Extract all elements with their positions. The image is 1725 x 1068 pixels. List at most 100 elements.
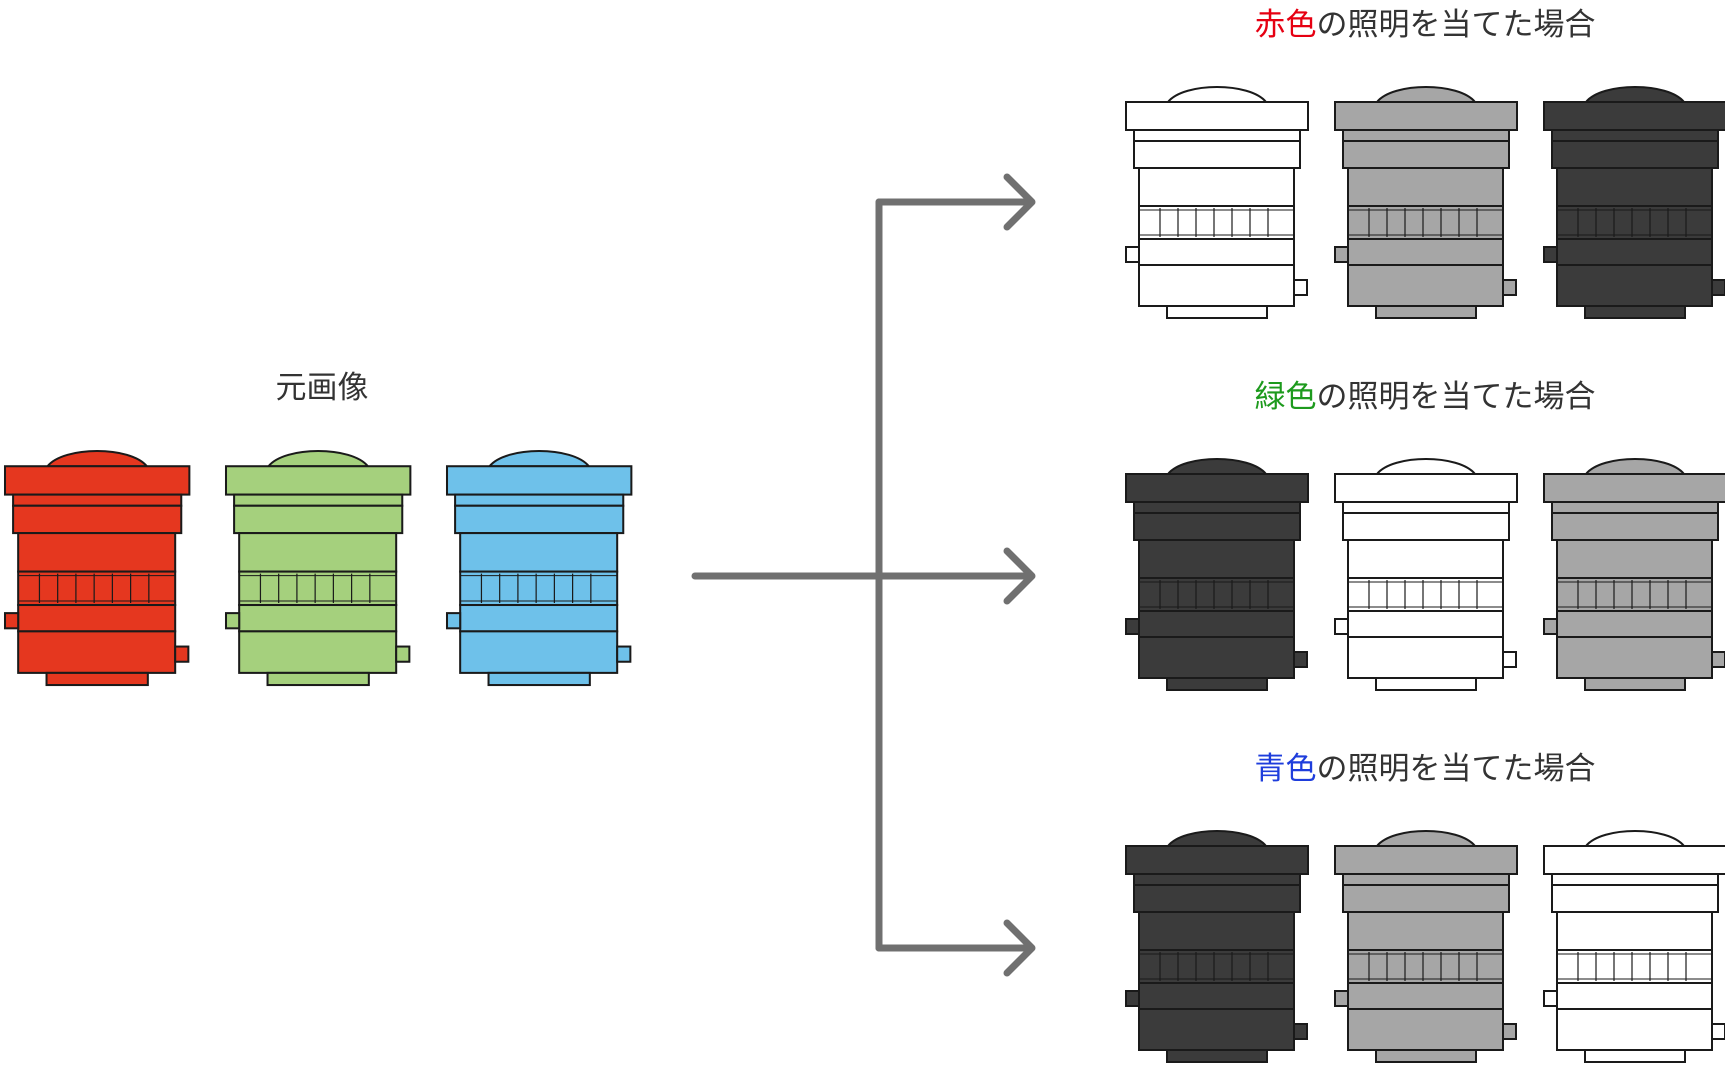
lens-mount [45, 671, 149, 687]
lens-front-cap [1543, 473, 1725, 503]
lens-upper-barrel [1556, 911, 1713, 951]
lens-focus-ring [1138, 577, 1295, 612]
lens-red [3, 450, 191, 687]
lens-front-cap [1125, 101, 1309, 131]
lens-lower-barrel [1556, 1008, 1713, 1051]
lens-front-rim [1133, 129, 1301, 142]
lens-left-lock-screw [1334, 618, 1349, 635]
lens-front-rim [1551, 129, 1719, 142]
lens-lower-barrel [1138, 1008, 1295, 1051]
lens-right-lock-screw [1502, 1023, 1517, 1040]
lens-upper-ring [1551, 884, 1719, 913]
lens-aperture-ring [1347, 238, 1504, 266]
lens-front-dome [1374, 830, 1478, 847]
lens-front-cap [445, 465, 633, 496]
lens-upper-ring [1133, 884, 1301, 913]
lens-front-cap [1543, 845, 1725, 875]
lens-right-lock-screw [1502, 651, 1517, 668]
lens-upper-barrel [238, 532, 398, 573]
lens-lower-barrel [238, 630, 398, 674]
lens-upper-ring [1342, 140, 1510, 169]
lens-focus-ring [1138, 205, 1295, 240]
color-word-red: 赤色 [1255, 7, 1317, 43]
lens-upper-ring [233, 504, 404, 535]
lens-front-rim [12, 493, 183, 507]
lens-left-lock-screw [1543, 618, 1558, 635]
result-red-lens-3 [1543, 86, 1725, 319]
title-suffix: の照明を当てた場合 [1317, 379, 1596, 415]
lens-focus-grip [1348, 208, 1503, 237]
original-image-label: 元画像 [276, 370, 369, 406]
lens-upper-barrel [1556, 167, 1713, 207]
result-red-title: 赤色の照明を当てた場合 [1255, 7, 1596, 43]
lens-front-dome [1165, 830, 1269, 847]
result-green-lens-3 [1543, 458, 1725, 691]
result-blue-light: 青色の照明を当てた場合 [1125, 751, 1725, 1063]
lens-mount [1166, 1049, 1268, 1063]
result-blue-title: 青色の照明を当てた場合 [1255, 751, 1596, 787]
lens-aperture-ring [238, 604, 398, 633]
lens-right-lock-screw [1711, 279, 1725, 296]
lens-mount [1166, 677, 1268, 691]
lens-aperture-ring [17, 604, 177, 633]
lens-mount [266, 671, 370, 687]
lens-upper-barrel [1138, 167, 1295, 207]
title-suffix: の照明を当てた場合 [1317, 7, 1596, 43]
lens-front-rim [1342, 873, 1510, 886]
result-blue-lens-3 [1543, 830, 1725, 1063]
lens-upper-ring [1342, 512, 1510, 541]
lens-focus-grip [1557, 208, 1712, 237]
lens-aperture-ring [1138, 610, 1295, 638]
lens-focus-ring [1556, 205, 1713, 240]
lens-lower-barrel [459, 630, 619, 674]
lens-focus-grip [1139, 580, 1294, 609]
lens-right-lock-screw [1293, 651, 1308, 668]
lens-focus-ring [238, 570, 398, 607]
lens-mount [1166, 305, 1268, 319]
lens-upper-barrel [459, 532, 619, 573]
lens-upper-ring [1133, 140, 1301, 169]
lens-right-lock-screw [1711, 1023, 1725, 1040]
lens-front-dome [1165, 458, 1269, 475]
lens-focus-ring [1556, 949, 1713, 984]
lens-lower-barrel [1347, 1008, 1504, 1051]
result-green-light: 緑色の照明を当てた場合 [1125, 379, 1725, 691]
lens-upper-ring [454, 504, 625, 535]
lens-front-dome [1583, 830, 1687, 847]
lens-aperture-ring [459, 604, 619, 633]
lens-front-dome [1583, 86, 1687, 103]
lens-front-rim [1342, 129, 1510, 142]
lens-front-cap [1543, 101, 1725, 131]
lens-front-rim [1133, 501, 1301, 514]
lens-right-lock-screw [174, 645, 190, 663]
lens-front-cap [1334, 473, 1518, 503]
lens-front-dome [487, 450, 591, 468]
lens-aperture-ring [1556, 238, 1713, 266]
lens-upper-barrel [1556, 539, 1713, 579]
lens-focus-grip [18, 573, 176, 603]
lens-left-lock-screw [1334, 990, 1349, 1007]
lens-front-cap [1334, 101, 1518, 131]
lens-focus-ring [1347, 205, 1504, 240]
lens-mount [1584, 677, 1686, 691]
lens-front-cap [1125, 473, 1309, 503]
lens-focus-grip [1139, 208, 1294, 237]
lens-front-dome [1583, 458, 1687, 475]
lens-left-lock-screw [1543, 246, 1558, 263]
lens-right-lock-screw [1293, 279, 1308, 296]
arrowhead-top [1003, 173, 1036, 231]
lens-focus-ring [459, 570, 619, 607]
lens-front-dome [45, 450, 149, 468]
lens-upper-barrel [1347, 911, 1504, 951]
result-red-lens-2 [1334, 86, 1518, 319]
lens-upper-barrel [1138, 539, 1295, 579]
lens-green [224, 450, 412, 687]
lens-focus-grip [1348, 952, 1503, 981]
lens-upper-ring [12, 504, 183, 535]
lens-upper-barrel [17, 532, 177, 573]
lens-front-rim [233, 493, 404, 507]
lens-focus-grip [460, 573, 618, 603]
lens-front-cap [3, 465, 191, 496]
lens-front-cap [1334, 845, 1518, 875]
lens-right-lock-screw [395, 645, 411, 663]
